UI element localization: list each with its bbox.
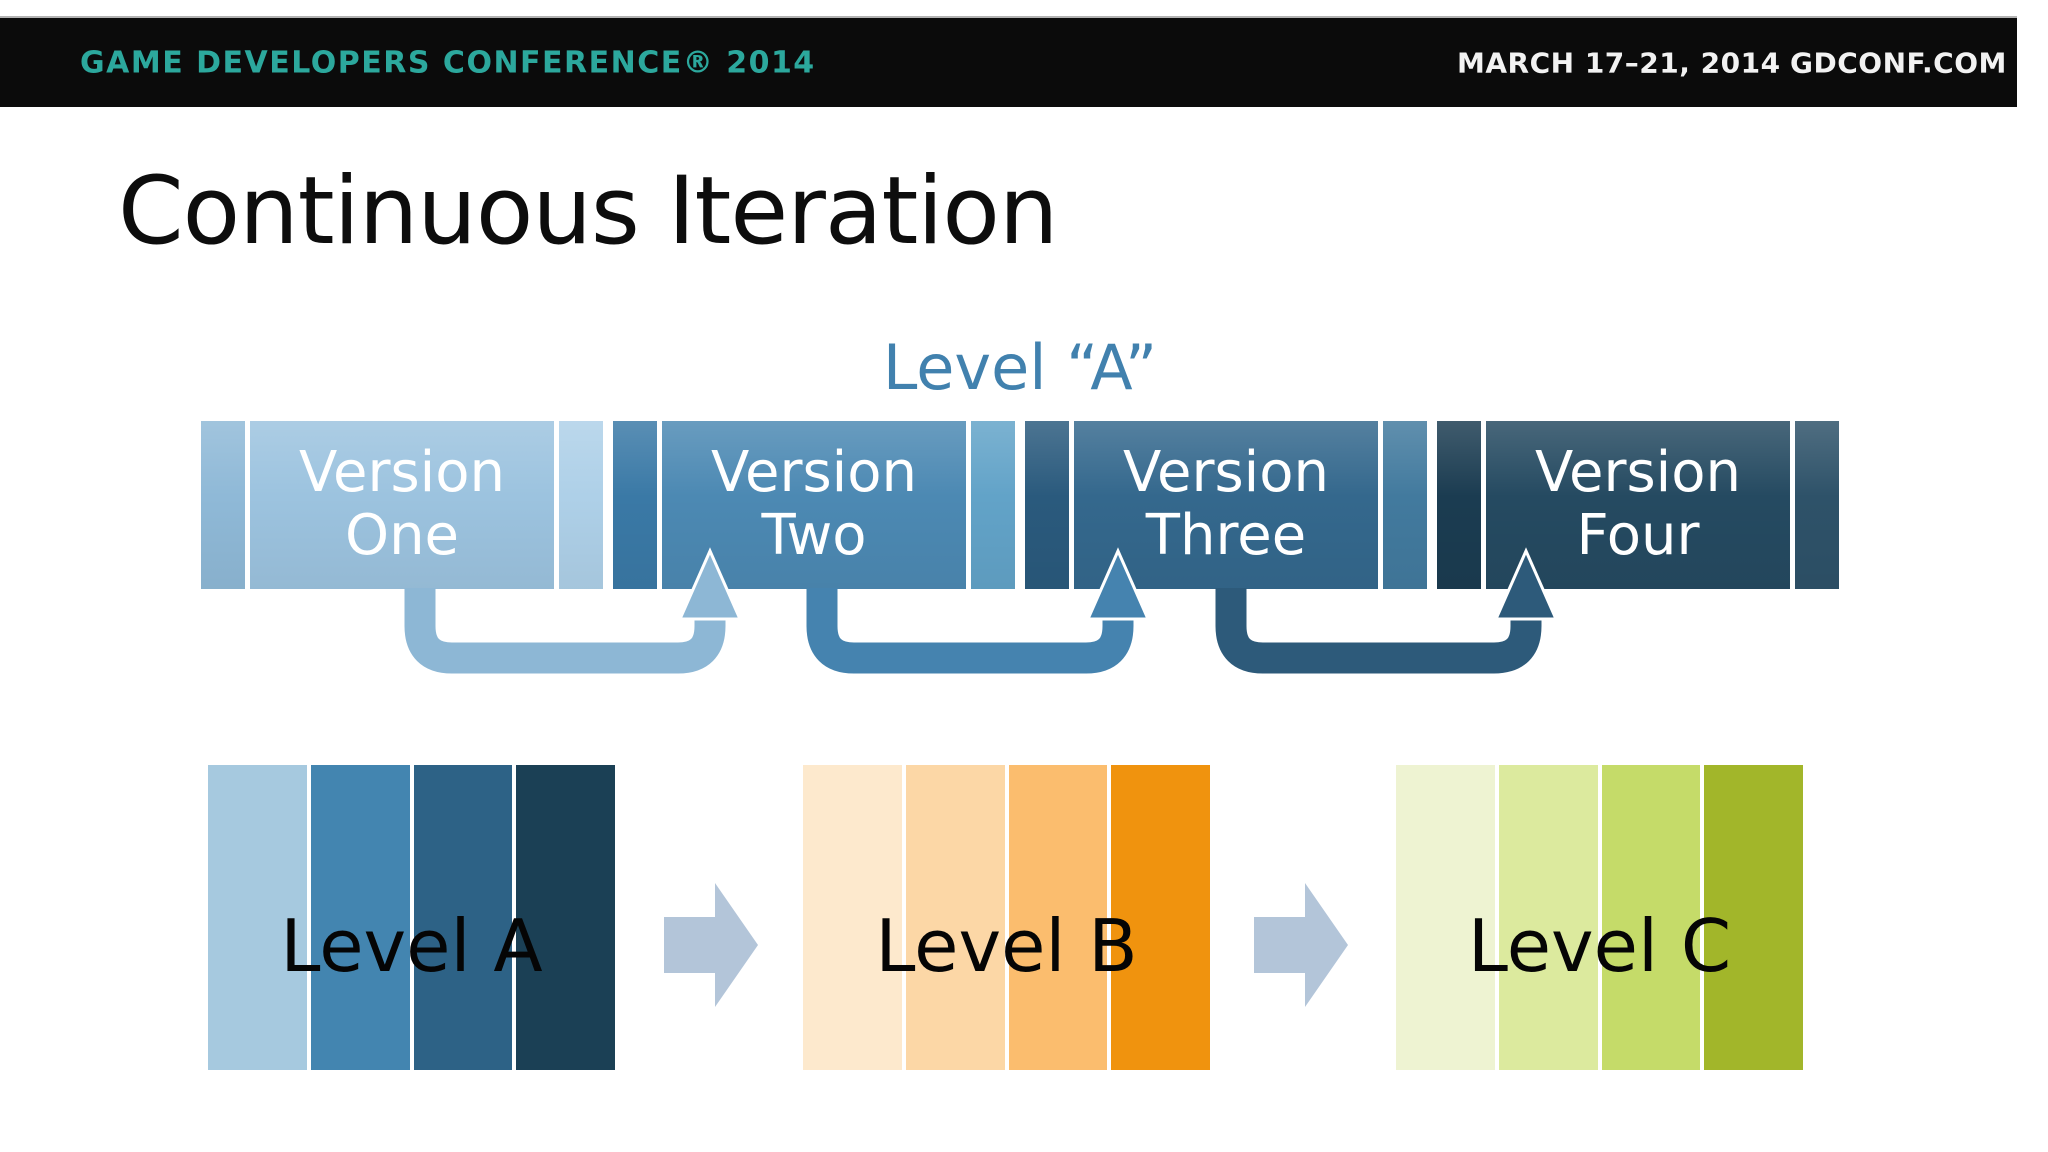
level-b-block: Level B bbox=[803, 765, 1210, 1070]
level-a-label: Level A bbox=[280, 904, 543, 989]
version-bar: Version One Version Two Version Three Ve… bbox=[201, 421, 1839, 589]
version-one-edge-strip bbox=[201, 421, 245, 589]
version-one-label: Version One bbox=[299, 440, 505, 568]
page-title: Continuous Iteration bbox=[118, 157, 1059, 266]
version-group-one: Version One bbox=[201, 421, 603, 589]
version-four-label: Version Four bbox=[1535, 440, 1741, 568]
level-stripe bbox=[310, 765, 410, 1070]
flow-arrow-a-to-b-icon bbox=[664, 883, 758, 1007]
level-stripe bbox=[905, 765, 1005, 1070]
version-two-edge-strip bbox=[613, 421, 657, 589]
flow-arrow-shape bbox=[664, 883, 758, 1007]
level-c-stripes bbox=[1396, 765, 1803, 1070]
level-stripe bbox=[1111, 765, 1210, 1070]
iteration-arrow-three-path bbox=[1215, 588, 1542, 674]
level-b-stripes bbox=[803, 765, 1210, 1070]
version-three-block: Version Three bbox=[1074, 421, 1378, 589]
version-two-label: Version Two bbox=[711, 440, 917, 568]
level-stripe bbox=[413, 765, 513, 1070]
level-stripe bbox=[1008, 765, 1108, 1070]
conference-dates-text: MARCH 17–21, 2014 bbox=[1457, 46, 1781, 79]
version-four-block: Version Four bbox=[1486, 421, 1790, 589]
level-stripe bbox=[1601, 765, 1701, 1070]
level-c-label: Level C bbox=[1467, 904, 1732, 989]
level-stripe bbox=[208, 765, 307, 1070]
version-two-trail-strip bbox=[971, 421, 1015, 589]
level-a-stripes bbox=[208, 765, 615, 1070]
level-stripe bbox=[803, 765, 902, 1070]
iteration-arrow-one-path bbox=[404, 588, 726, 674]
version-four-edge-strip bbox=[1437, 421, 1481, 589]
flow-arrow-b-to-c-icon bbox=[1254, 883, 1348, 1007]
header-bar: GAME DEVELOPERS CONFERENCE® 2014 MARCH 1… bbox=[0, 16, 2017, 107]
level-stripe bbox=[516, 765, 615, 1070]
level-a-caption: Level “A” bbox=[882, 331, 1158, 404]
version-group-three: Version Three bbox=[1025, 421, 1427, 589]
level-a-block: Level A bbox=[208, 765, 615, 1070]
level-stripe bbox=[1704, 765, 1803, 1070]
version-one-trail-strip bbox=[559, 421, 603, 589]
version-three-edge-strip bbox=[1025, 421, 1069, 589]
version-two-block: Version Two bbox=[662, 421, 966, 589]
level-c-block: Level C bbox=[1396, 765, 1803, 1070]
version-one-block: Version One bbox=[250, 421, 554, 589]
iteration-arrow-two-path bbox=[806, 588, 1134, 674]
version-group-two: Version Two bbox=[613, 421, 1015, 589]
version-four-trail-strip bbox=[1795, 421, 1839, 589]
version-three-trail-strip bbox=[1383, 421, 1427, 589]
flow-arrow-shape bbox=[1254, 883, 1348, 1007]
version-group-four: Version Four bbox=[1437, 421, 1839, 589]
level-b-label: Level B bbox=[875, 904, 1138, 989]
conference-brand-text: GAME DEVELOPERS CONFERENCE® 2014 bbox=[80, 45, 816, 80]
conference-website-text: GDCONF.COM bbox=[1790, 46, 2007, 79]
level-stripe bbox=[1396, 765, 1495, 1070]
level-stripe bbox=[1498, 765, 1598, 1070]
version-three-label: Version Three bbox=[1123, 440, 1329, 568]
